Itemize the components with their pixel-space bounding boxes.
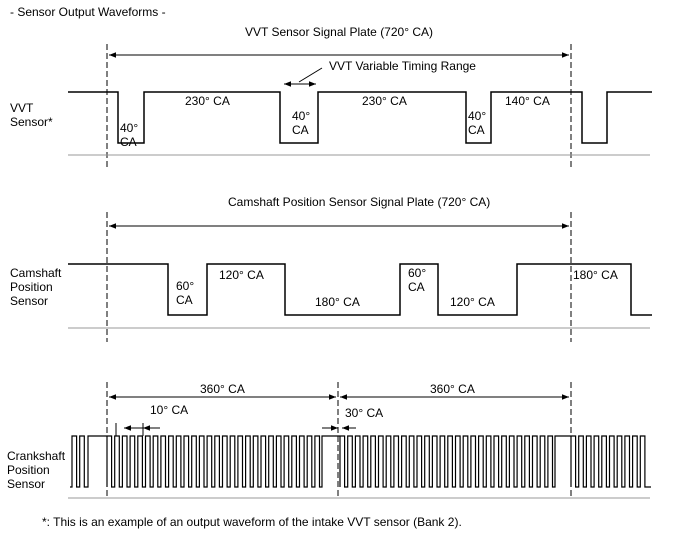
crank-waveform bbox=[70, 435, 651, 488]
vvt-sensor-label-line1: VVT bbox=[10, 101, 34, 115]
cam-low-segment-label: 180° CA bbox=[315, 295, 360, 309]
vvt-sensor-label-line2: Sensor* bbox=[10, 115, 53, 129]
footnote: *: This is an example of an output wavef… bbox=[42, 515, 462, 529]
vvt-pulse-label: CA bbox=[292, 123, 309, 137]
cam-plate-label: Camshaft Position Sensor Signal Plate (7… bbox=[228, 195, 490, 209]
cam-sensor-label-line1: Camshaft bbox=[10, 266, 62, 280]
crank-span-label: 360° CA bbox=[200, 382, 245, 396]
cam-high-segment-label: 120° CA bbox=[450, 295, 495, 309]
crank-tooth-label: 10° CA bbox=[150, 403, 188, 417]
reference-lines bbox=[106, 44, 572, 498]
cam-waveform bbox=[68, 263, 652, 316]
vvt-pulse-label: CA bbox=[120, 135, 137, 149]
crank-sensor-label-line3: Sensor bbox=[7, 477, 45, 491]
cam-low-pulse-label: 60° bbox=[176, 279, 194, 293]
vvt-pulse-label: CA bbox=[468, 123, 485, 137]
vvt-range-label: VVT Variable Timing Range bbox=[329, 59, 476, 73]
crank-gap-label: 30° CA bbox=[345, 406, 383, 420]
vvt-pulse-label: 40° bbox=[120, 121, 138, 135]
vvt-waveform bbox=[68, 91, 652, 144]
vvt-segment-label: 230° CA bbox=[362, 94, 407, 108]
cam-high-segment-label: 180° CA bbox=[573, 268, 618, 282]
vvt-section: VVT Sensor Signal Plate (720° CA) VVT Va… bbox=[10, 25, 652, 156]
vvt-range-leader bbox=[298, 67, 323, 83]
vvt-plate-label: VVT Sensor Signal Plate (720° CA) bbox=[245, 25, 433, 39]
cam-low-pulse-label: CA bbox=[408, 280, 425, 294]
vvt-segment-label: 230° CA bbox=[185, 94, 230, 108]
vvt-pulse-label: 40° bbox=[468, 109, 486, 123]
cam-high-segment-label: 120° CA bbox=[219, 268, 264, 282]
cam-sensor-label-line2: Position bbox=[10, 280, 53, 294]
vvt-segment-label: 140° CA bbox=[505, 94, 550, 108]
vvt-pulse-label: 40° bbox=[292, 109, 310, 123]
crank-span-label: 360° CA bbox=[430, 382, 475, 396]
crank-sensor-label-line1: Crankshaft bbox=[7, 449, 66, 463]
diagram-header: - Sensor Output Waveforms - bbox=[10, 5, 166, 19]
cam-low-pulse-label: CA bbox=[176, 293, 193, 307]
crank-sensor-label-line2: Position bbox=[7, 463, 50, 477]
cam-low-pulse-label: 60° bbox=[408, 266, 426, 280]
cam-sensor-label-line3: Sensor bbox=[10, 294, 48, 308]
crank-section: 360° CA 360° CA 10° CA 30° CA Crankshaft… bbox=[7, 382, 651, 499]
cam-section: Camshaft Position Sensor Signal Plate (7… bbox=[10, 195, 652, 329]
